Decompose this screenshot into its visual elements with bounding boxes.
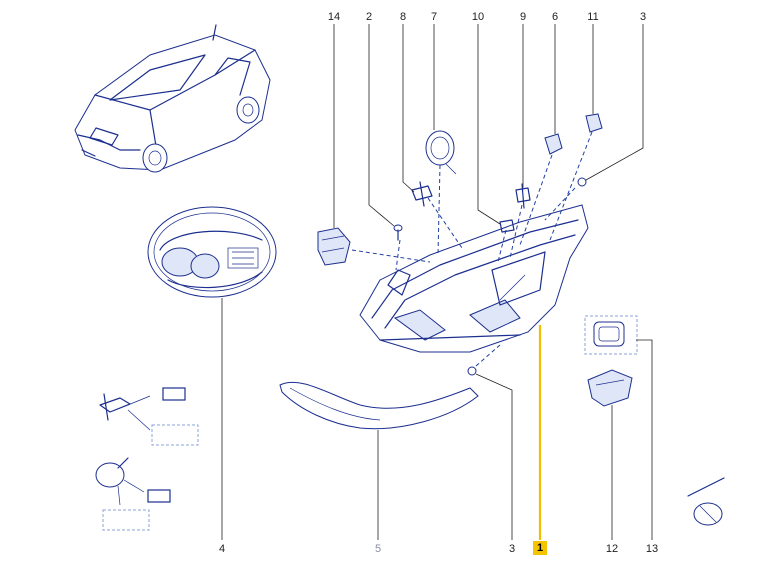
bulb-part-10 <box>499 219 515 233</box>
vehicle-illustration <box>74 24 271 173</box>
callout-3-bottom[interactable]: 3 <box>508 543 516 555</box>
headlamp-assembly-part-1 <box>359 204 589 353</box>
headlamp-detail-view <box>147 206 277 298</box>
bulb-part-9 <box>515 183 531 209</box>
callout-8[interactable]: 8 <box>399 11 407 23</box>
callout-14[interactable]: 14 <box>327 11 341 23</box>
callout-5[interactable]: 5 <box>374 543 382 555</box>
assembly-leaders <box>351 131 593 367</box>
callout-9[interactable]: 9 <box>519 11 527 23</box>
callout-4[interactable]: 4 <box>218 543 226 555</box>
gasket-part-13 <box>584 315 638 355</box>
callout-leaders <box>221 24 653 540</box>
connector-detail-bottom-right <box>687 477 725 526</box>
module-part-12 <box>587 369 633 407</box>
callout-12[interactable]: 12 <box>605 543 619 555</box>
callout-3-top[interactable]: 3 <box>639 11 647 23</box>
clip-part-3-top <box>577 177 587 187</box>
connector-part-14 <box>317 227 351 266</box>
callout-11[interactable]: 11 <box>587 11 599 23</box>
callout-10[interactable]: 10 <box>471 11 485 23</box>
bulb-part-8 <box>411 181 433 207</box>
bulb-holder-part-11 <box>585 113 603 133</box>
bulb-diagram-upper <box>99 387 199 446</box>
callout-13[interactable]: 13 <box>645 543 659 555</box>
clip-part-3-bottom <box>467 366 477 376</box>
callout-1-selected[interactable]: 1 <box>533 541 547 555</box>
bulb-diagram-lower <box>95 457 171 531</box>
callout-6[interactable]: 6 <box>551 11 559 23</box>
bulb-holder-part-6 <box>544 133 563 155</box>
callout-2[interactable]: 2 <box>365 11 373 23</box>
trim-strip-part-5 <box>279 381 479 430</box>
callout-7[interactable]: 7 <box>430 11 438 23</box>
cap-part-7 <box>425 130 457 175</box>
screw-part-2 <box>393 224 403 241</box>
